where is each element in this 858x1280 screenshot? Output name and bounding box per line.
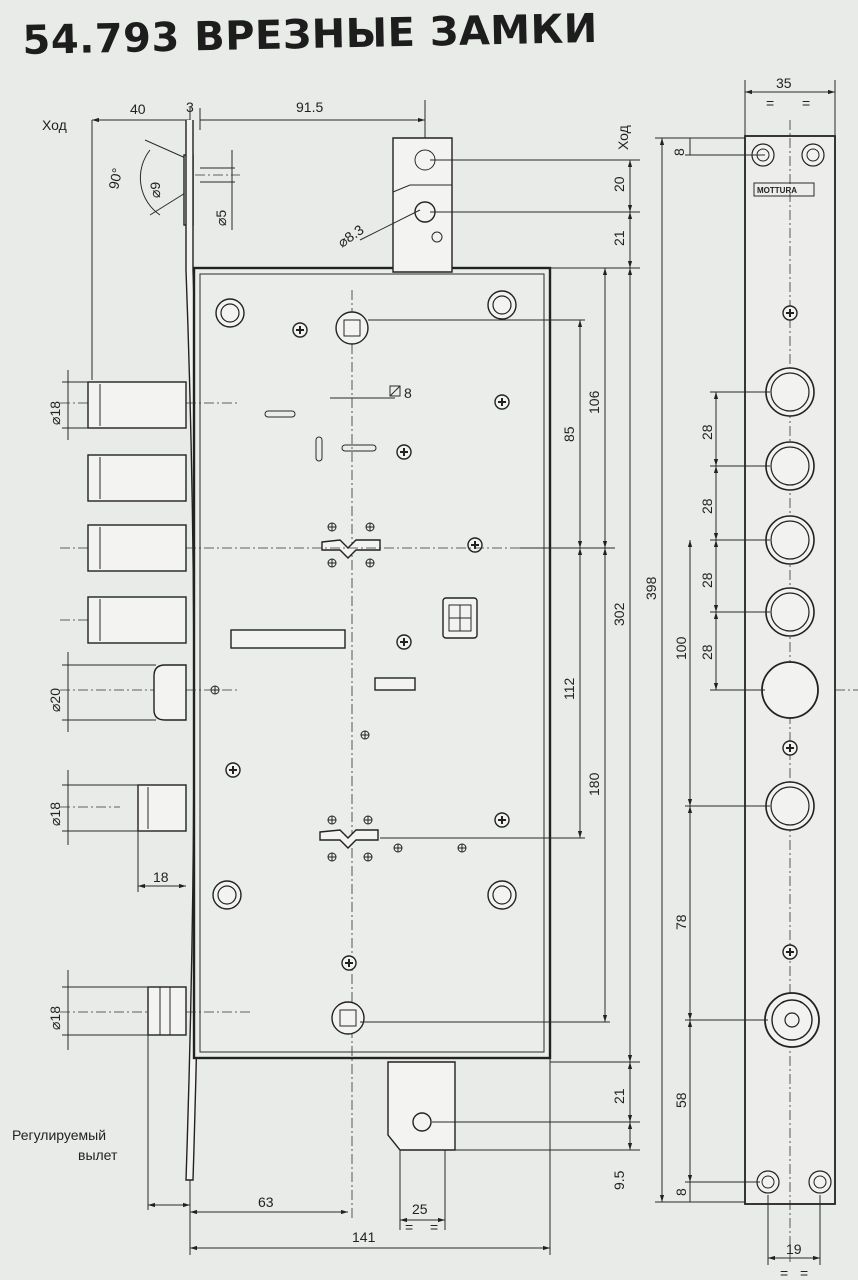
strike-plate: 35 = = MOTTURA 8 28 28 2 xyxy=(671,75,858,1280)
dim-21-top: 21 xyxy=(611,230,627,246)
dim-plate-78: 78 xyxy=(673,914,689,930)
stroke-label-right: Ход xyxy=(615,125,631,150)
dim-3: 3 xyxy=(186,99,194,115)
dim-plate-28-2: 28 xyxy=(699,498,715,514)
dim-plate-28-1: 28 xyxy=(699,424,715,440)
angle-label: 90° xyxy=(105,167,125,191)
dim-91-5: 91.5 xyxy=(296,99,323,115)
dim-plate-19: 19 xyxy=(786,1241,802,1257)
lock-body: ⌀8.3 8 xyxy=(60,137,552,1220)
dim-106: 106 xyxy=(586,390,602,414)
dim-dia-9: ⌀9 xyxy=(147,182,163,198)
dim-plate-8-top: 8 xyxy=(671,148,687,156)
eq-mark-2: = xyxy=(430,1219,438,1235)
bottom-dimensions: 63 25 = = 141 xyxy=(147,1035,551,1255)
brand-label: MOTTURA xyxy=(757,186,797,195)
dim-dia-5: ⌀5 xyxy=(213,210,229,226)
dim-20: 20 xyxy=(611,176,627,192)
bolts: ⌀18 ⌀20 ⌀18 ⌀18 18 Регулируемый вылет xyxy=(12,370,187,1163)
dim-plate-8-bottom: 8 xyxy=(673,1188,689,1196)
dim-plate-28-4: 28 xyxy=(699,644,715,660)
dim-21-bottom: 21 xyxy=(611,1088,627,1104)
dim-sq-8: 8 xyxy=(404,385,412,401)
dim-25: 25 xyxy=(412,1201,428,1217)
stroke-label-left: Ход xyxy=(42,117,67,133)
dim-9-5: 9.5 xyxy=(611,1170,627,1190)
dim-plate-28-3: 28 xyxy=(699,572,715,588)
dim-85: 85 xyxy=(561,426,577,442)
adjustable-label-1: Регулируемый xyxy=(12,1127,106,1143)
vertical-dimensions: Ход 20 21 85 106 112 180 302 21 9.5 398 xyxy=(360,125,745,1203)
dim-40: 40 xyxy=(130,101,146,117)
dim-plate-100: 100 xyxy=(673,636,689,660)
dim-bolt-dia-18-3: ⌀18 xyxy=(47,1006,63,1030)
dim-141: 141 xyxy=(352,1229,376,1245)
dim-bolt-dia-18-2: ⌀18 xyxy=(47,802,63,826)
dim-398: 398 xyxy=(643,576,659,600)
dim-bolt-dia-18-1: ⌀18 xyxy=(47,401,63,425)
dim-bolt-dia-20: ⌀20 xyxy=(47,688,63,712)
eq-mark-3: = xyxy=(766,95,774,111)
dim-plate-35: 35 xyxy=(776,75,792,91)
eq-mark-6: = xyxy=(800,1265,808,1280)
eq-mark-5: = xyxy=(780,1265,788,1280)
adjustable-label-2: вылет xyxy=(78,1147,118,1163)
dim-plate-58: 58 xyxy=(673,1092,689,1108)
dim-112: 112 xyxy=(561,677,577,700)
eq-mark-4: = xyxy=(802,95,810,111)
dim-dia-8-3: ⌀8.3 xyxy=(335,221,367,250)
dim-18: 18 xyxy=(153,869,169,885)
dim-302: 302 xyxy=(611,602,627,626)
eq-mark-1: = xyxy=(405,1219,413,1235)
dim-180: 180 xyxy=(586,772,602,796)
dim-63: 63 xyxy=(258,1194,274,1210)
